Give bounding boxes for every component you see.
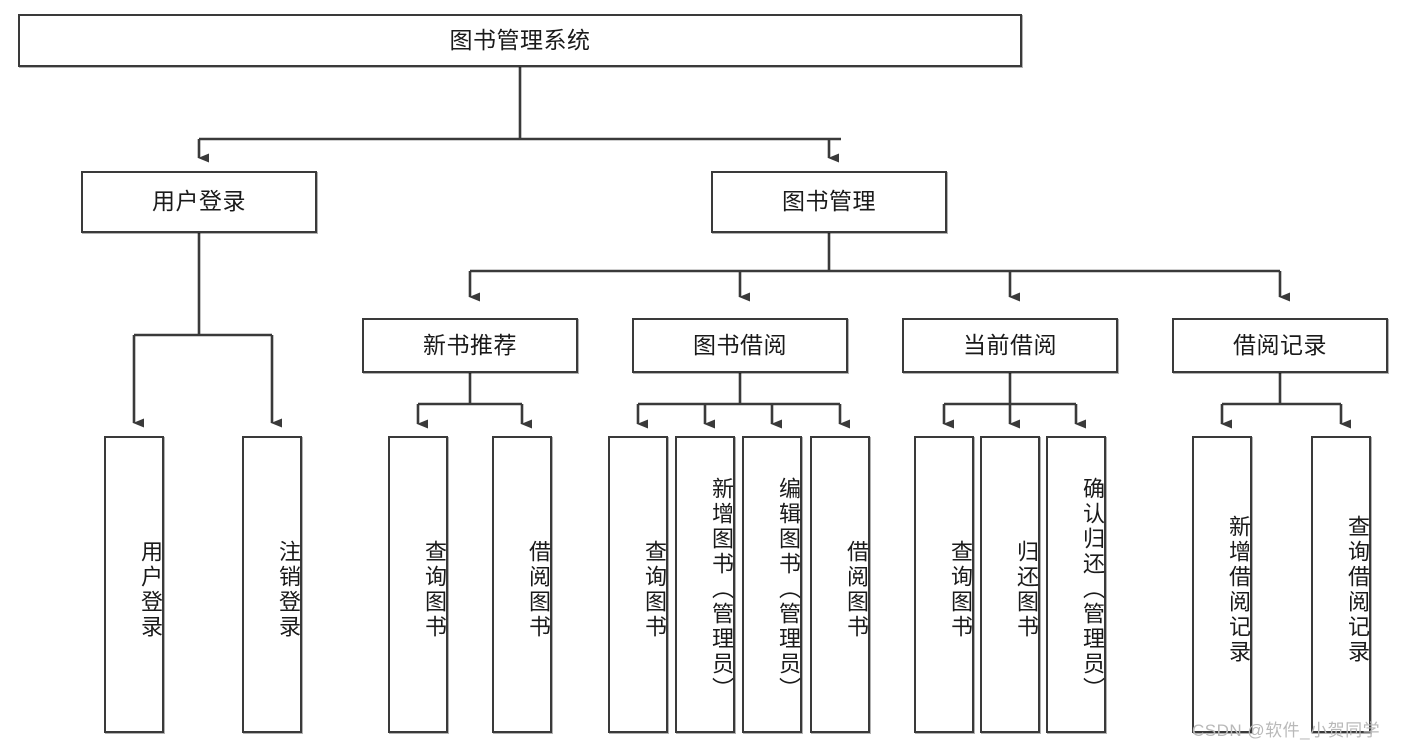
leaf-edit-book-admin[interactable]: 编辑图书（管理员） [742, 436, 802, 733]
node-root-system[interactable]: 图书管理系统 [18, 14, 1022, 67]
leaf-query-book-borrow[interactable]: 查询图书 [608, 436, 668, 733]
leaf-return-book[interactable]: 归还图书 [980, 436, 1040, 733]
node-book-management[interactable]: 图书管理 [711, 171, 947, 233]
leaf-borrow-book[interactable]: 借阅图书 [810, 436, 870, 733]
leaf-user-login[interactable]: 用户登录 [104, 436, 164, 733]
leaf-query-borrow-record[interactable]: 查询借阅记录 [1311, 436, 1371, 733]
leaf-user-logout[interactable]: 注销登录 [242, 436, 302, 733]
leaf-borrow-book-recommend[interactable]: 借阅图书 [492, 436, 552, 733]
node-current-borrow[interactable]: 当前借阅 [902, 318, 1118, 373]
node-new-book-recommend[interactable]: 新书推荐 [362, 318, 578, 373]
node-user-login[interactable]: 用户登录 [81, 171, 317, 233]
leaf-query-book-recommend[interactable]: 查询图书 [388, 436, 448, 733]
leaf-add-borrow-record[interactable]: 新增借阅记录 [1192, 436, 1252, 733]
leaf-query-book-current[interactable]: 查询图书 [914, 436, 974, 733]
leaf-confirm-return-admin[interactable]: 确认归还（管理员） [1046, 436, 1106, 733]
leaf-add-book-admin[interactable]: 新增图书（管理员） [675, 436, 735, 733]
node-borrow-record[interactable]: 借阅记录 [1172, 318, 1388, 373]
node-book-borrow[interactable]: 图书借阅 [632, 318, 848, 373]
